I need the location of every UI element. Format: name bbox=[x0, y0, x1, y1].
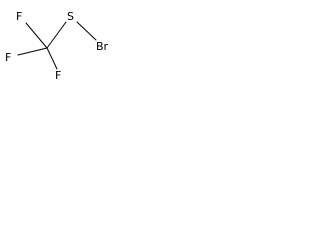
bond-c-f-bottom bbox=[46, 47, 58, 70]
bond-c-f-top bbox=[25, 22, 48, 49]
atom-f-top: F bbox=[16, 10, 22, 23]
bond-s-br bbox=[76, 21, 97, 41]
atom-f-left: F bbox=[5, 51, 11, 64]
molecule-structure: F F F S Br bbox=[5, 10, 109, 82]
atom-sulfur: S bbox=[67, 10, 74, 23]
bond-c-s bbox=[46, 21, 67, 49]
atom-bromine: Br bbox=[96, 40, 109, 53]
atom-f-bottom: F bbox=[55, 69, 61, 82]
bond-c-f-left bbox=[17, 47, 48, 56]
